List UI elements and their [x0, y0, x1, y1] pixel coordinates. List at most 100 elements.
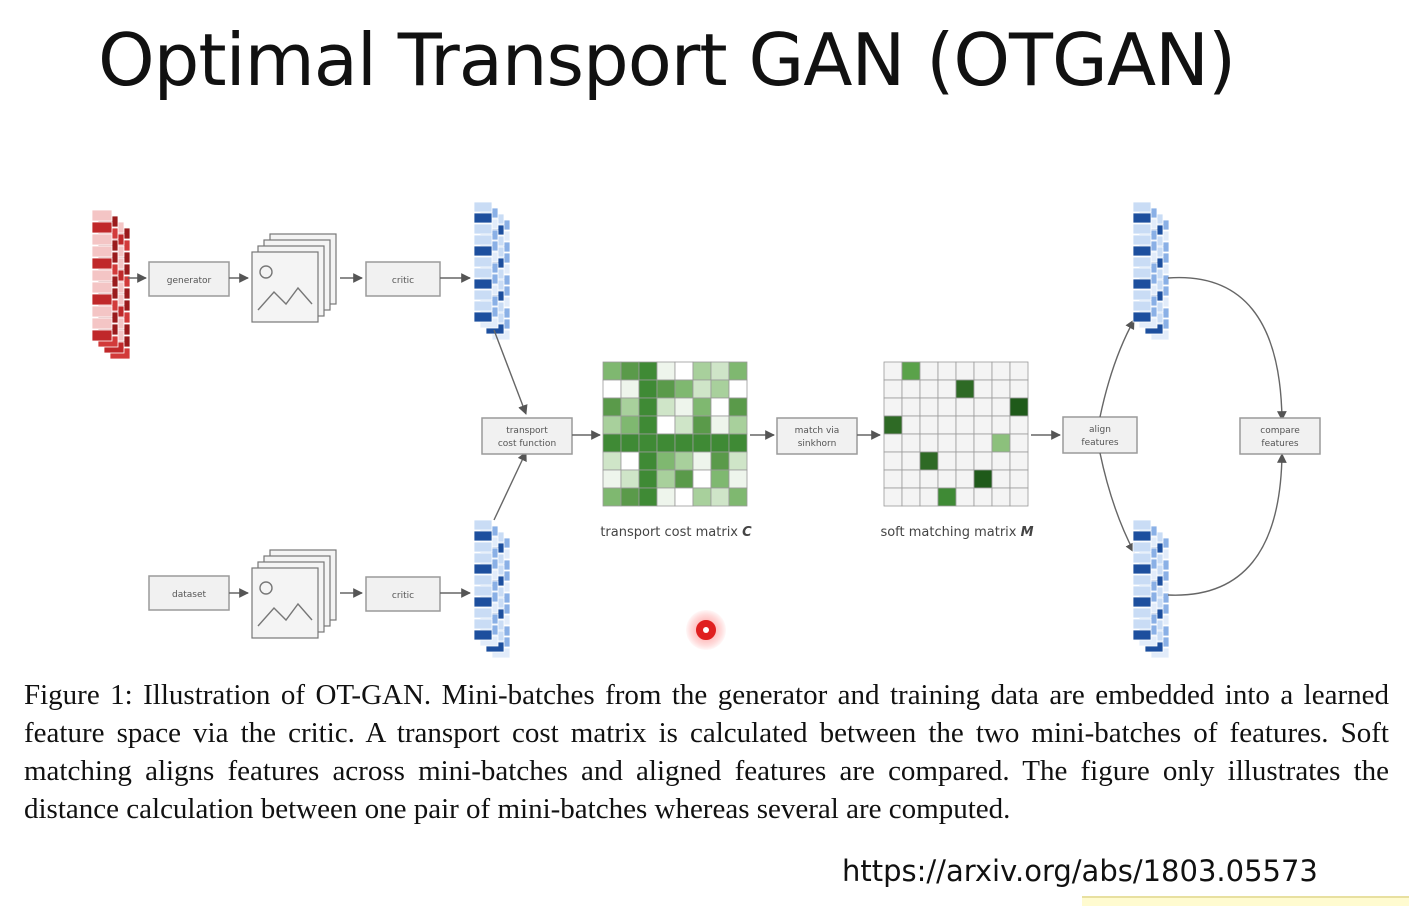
cost-matrix-cell — [620, 415, 640, 435]
feature-right-bottom-cell — [1132, 618, 1152, 630]
arxiv-url: https://arxiv.org/abs/1803.05573 — [842, 854, 1318, 888]
matching-matrix-cell — [883, 415, 903, 435]
noise-cell — [91, 221, 113, 234]
cost-matrix-cell — [638, 487, 658, 507]
red-pointer-cursor — [686, 610, 726, 650]
feature-top-cell — [473, 223, 493, 235]
cost-matrix-cell — [656, 469, 676, 489]
noise-cell — [91, 281, 113, 294]
cost-matrix-symbol: C — [742, 525, 752, 540]
feature-right-bottom-cell — [1132, 629, 1152, 641]
feature-right-top-cell — [1132, 289, 1152, 301]
sinkhorn-box: match via sinkhorn — [776, 417, 858, 455]
cost-matrix-cell — [602, 379, 622, 399]
feature-top-cell — [473, 267, 493, 279]
noise-cell — [91, 209, 113, 222]
feature-bottom-cell — [473, 530, 493, 542]
feature-right-top-cell — [1132, 201, 1152, 213]
sinkhorn-label-line1: match via — [795, 426, 840, 436]
matching-matrix-cell — [1009, 361, 1029, 381]
matching-matrix-cell — [973, 433, 993, 453]
matching-matrix-cell — [937, 379, 957, 399]
feature-bottom-cell — [473, 541, 493, 553]
matching-matrix-cell — [955, 361, 975, 381]
cost-matrix-cell — [710, 487, 730, 507]
cost-matrix-cell — [638, 415, 658, 435]
transport-cost-matrix — [602, 361, 748, 507]
arrow-features-bottom-to-transport — [493, 451, 527, 521]
cost-matrix-cell — [638, 469, 658, 489]
ot-gan-diagram: generator critic dataset critic transpor… — [91, 201, 1321, 659]
matching-matrix-cell — [1009, 415, 1029, 435]
arrow-features-top-to-transport — [493, 329, 528, 415]
feature-right-bottom-cell — [1132, 607, 1152, 619]
matching-matrix-cell — [919, 397, 939, 417]
matching-matrix-cell — [919, 433, 939, 453]
cost-matrix-cell — [656, 397, 676, 417]
feature-top-cell — [473, 300, 493, 312]
matching-matrix-label: soft matching matrix — [880, 525, 1016, 540]
cost-matrix-cell — [638, 433, 658, 453]
matching-matrix-cell — [955, 379, 975, 399]
feature-right-top-cell — [1132, 267, 1152, 279]
matching-matrix-cell — [919, 451, 939, 471]
matching-matrix-cell — [883, 361, 903, 381]
image-sun — [259, 581, 273, 595]
matching-matrix-cell — [901, 433, 921, 453]
slide-title: Optimal Transport GAN (OTGAN) — [98, 18, 1236, 102]
feature-top-cell — [473, 256, 493, 268]
cost-matrix-cell — [728, 451, 748, 471]
compare-label-line1: compare — [1260, 426, 1300, 436]
feature-bottom-cell — [473, 563, 493, 575]
cost-matrix-cell — [620, 361, 640, 381]
cost-matrix-cell — [692, 433, 712, 453]
matching-matrix-cell — [973, 415, 993, 435]
cost-matrix-cell — [692, 469, 712, 489]
bottom-highlight-strip — [1082, 896, 1409, 906]
feature-right-top-cell — [1132, 311, 1152, 323]
feature-right-top-cell — [1132, 223, 1152, 235]
matching-matrix-cell — [955, 469, 975, 489]
feature-right-top-cell — [1132, 278, 1152, 290]
cost-matrix-cell — [620, 451, 640, 471]
cost-matrix-cell — [692, 415, 712, 435]
cost-matrix-cell — [674, 433, 694, 453]
align-label-line1: align — [1089, 425, 1111, 435]
cost-matrix-cell — [728, 397, 748, 417]
arc-top-features-to-compare — [1167, 276, 1287, 421]
cost-matrix-cell — [728, 469, 748, 489]
cost-matrix-cell — [710, 451, 730, 471]
cost-matrix-cell — [620, 469, 640, 489]
matching-matrix-cell — [991, 379, 1011, 399]
cost-matrix-cell — [620, 379, 640, 399]
feature-right-top-cell — [1132, 300, 1152, 312]
matching-matrix-cell — [973, 451, 993, 471]
feature-top-cell — [473, 311, 493, 323]
cost-matrix-cell — [602, 469, 622, 489]
cost-matrix-cell — [692, 397, 712, 417]
matching-matrix-cell — [991, 451, 1011, 471]
feature-right-top-cell — [1132, 256, 1152, 268]
matching-matrix-cell — [919, 361, 939, 381]
cost-matrix-cell — [674, 379, 694, 399]
cost-matrix-cell — [638, 397, 658, 417]
noise-cell — [91, 293, 113, 306]
matching-matrix-cell — [991, 487, 1011, 507]
matching-matrix-cell — [901, 379, 921, 399]
matching-matrix-cell — [1009, 397, 1029, 417]
matching-matrix-cell — [991, 361, 1011, 381]
cost-matrix-cell — [674, 469, 694, 489]
matching-matrix-cell — [1009, 487, 1029, 507]
cost-matrix-cell — [710, 415, 730, 435]
arrow-align-to-features-top — [1099, 319, 1135, 418]
matching-matrix-cell — [973, 361, 993, 381]
matching-matrix-cell — [901, 415, 921, 435]
cost-matrix-cell — [710, 397, 730, 417]
feature-bottom-cell — [473, 596, 493, 608]
matching-matrix-cell — [937, 451, 957, 471]
feature-bottom-cell — [473, 552, 493, 564]
matching-matrix-cell — [955, 451, 975, 471]
matching-matrix-cell — [1009, 451, 1029, 471]
image-mountain — [257, 602, 313, 627]
noise-cell — [91, 269, 113, 282]
